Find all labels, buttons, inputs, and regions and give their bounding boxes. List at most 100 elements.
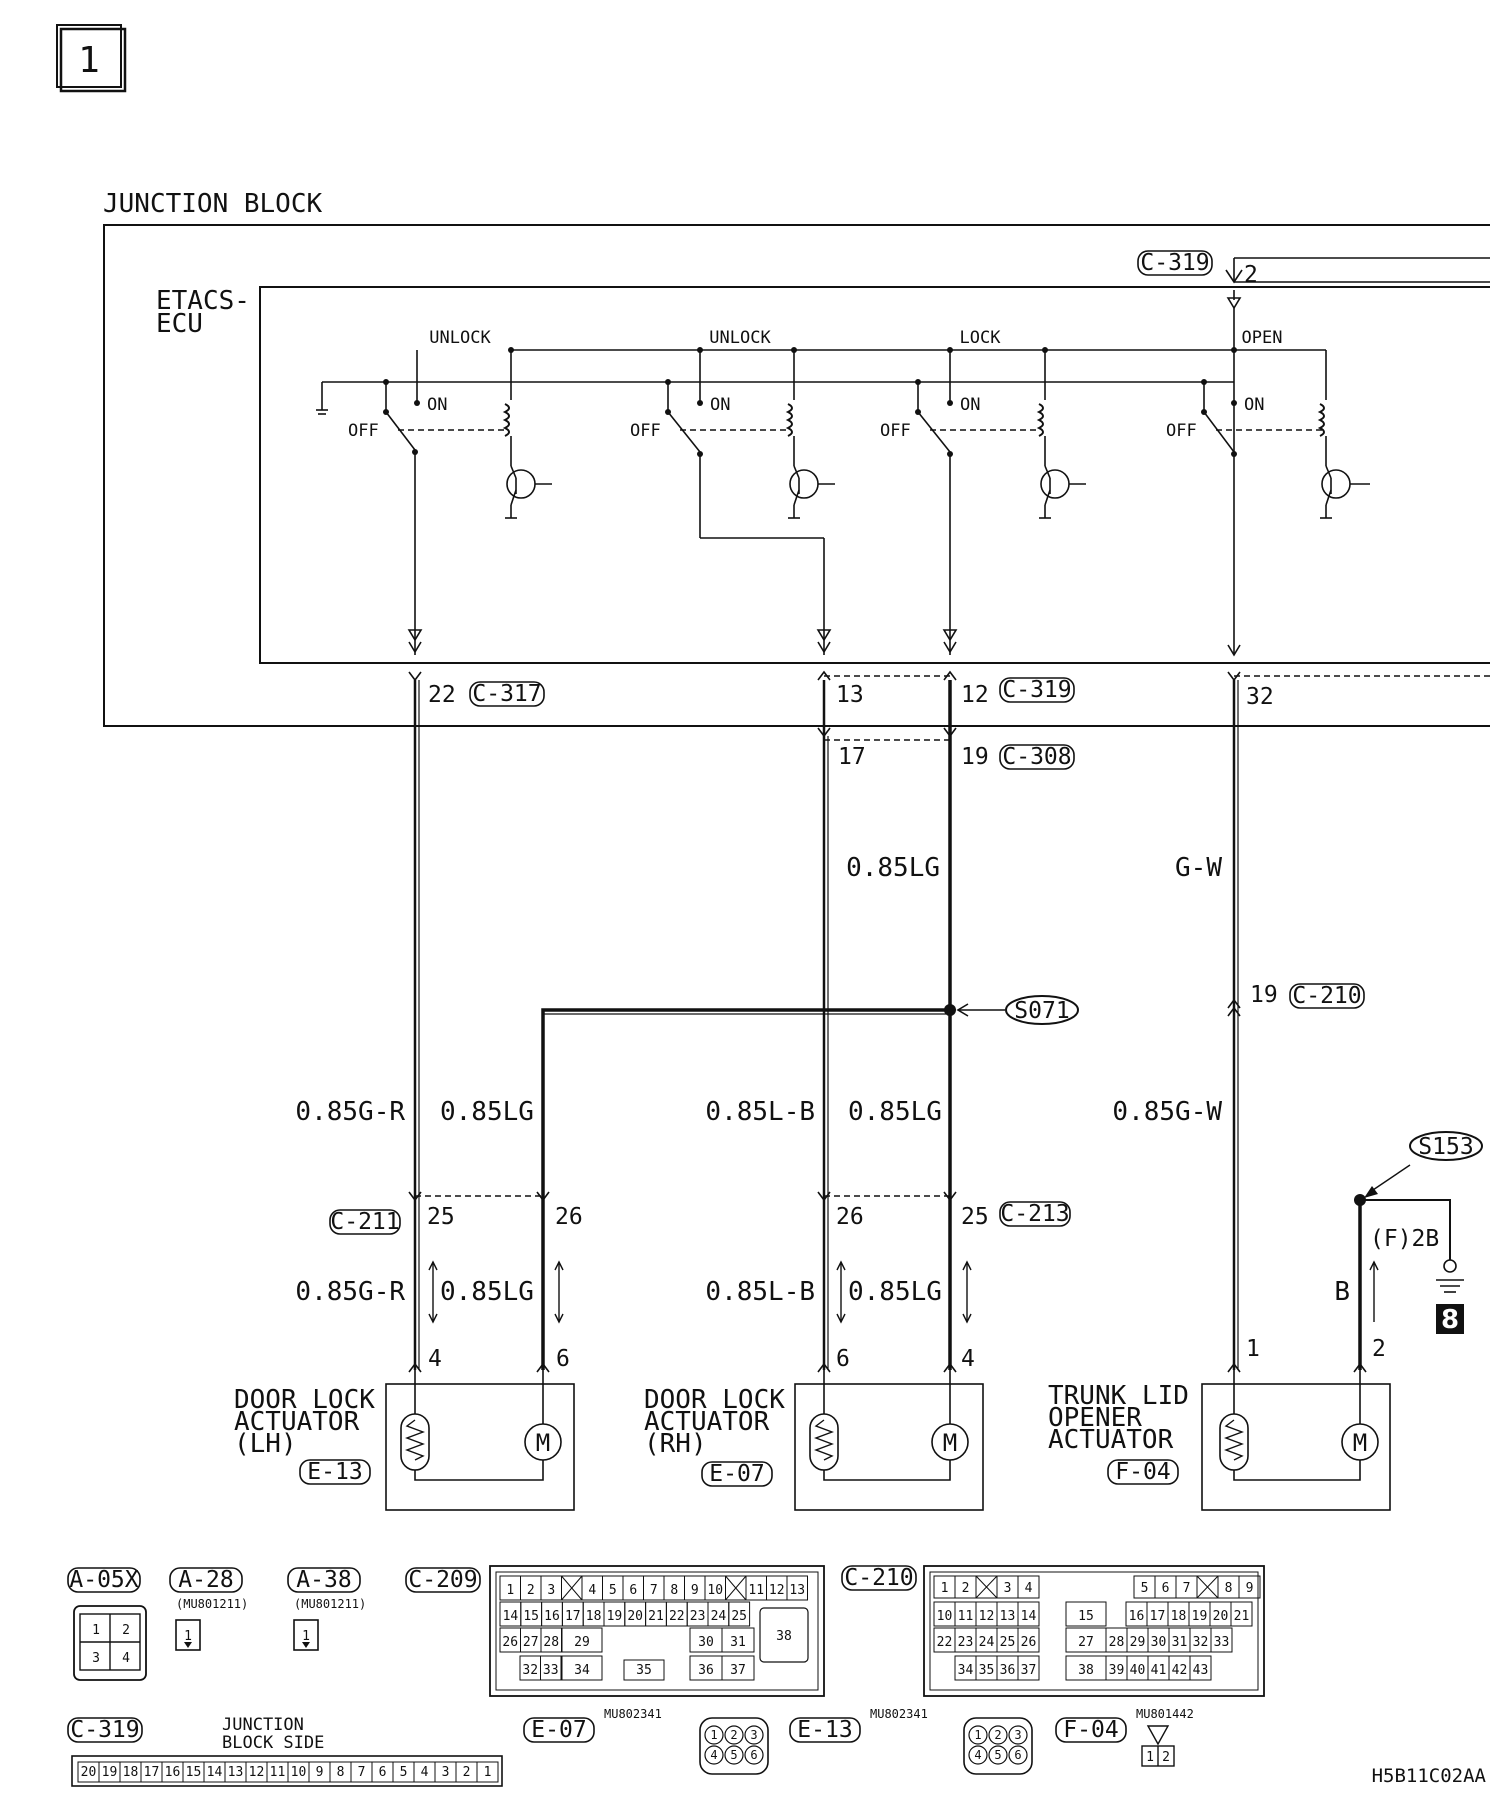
legend-a28-label: A-28	[178, 1567, 233, 1593]
legend-c319-pin: 18	[123, 1765, 139, 1780]
legend-c209-pin: 17	[565, 1609, 581, 1624]
legend-c209-pin: 25	[731, 1609, 747, 1624]
c308-pin-a: 17	[838, 744, 866, 770]
legend-c319-pin: 11	[270, 1765, 286, 1780]
actuator-trunk-label1: TRUNK LID	[1048, 1381, 1189, 1411]
legend-c210-pin: 39	[1109, 1663, 1125, 1678]
legend-c319-pin: 6	[379, 1765, 387, 1780]
legend-c210-pin: 14	[1021, 1609, 1037, 1624]
c308-pin-b: 19	[961, 744, 989, 770]
wire-gw: 0.85G-W	[1112, 1097, 1222, 1127]
wire-lb-low: 0.85L-B	[705, 1277, 815, 1307]
actuator-trunk-connector: F-04	[1115, 1459, 1170, 1485]
legend-c209-pin: 33	[543, 1663, 559, 1678]
c213-pin-b: 25	[961, 1204, 989, 1230]
legend-c209-pin: 26	[502, 1635, 518, 1650]
legend-c209-pin: 6	[629, 1583, 637, 1598]
legend-c209-pin: 27	[523, 1635, 539, 1650]
legend-c319-pin: 3	[442, 1765, 450, 1780]
actuator-trunk-pin-left: 1	[1246, 1336, 1260, 1362]
splice-s153-label: S153	[1418, 1134, 1473, 1160]
legend-c209-pin: 7	[650, 1583, 658, 1598]
junction-block-frame	[103, 224, 1490, 727]
legend-e07-part: MU802341	[604, 1707, 662, 1721]
legend-c319-pin: 20	[81, 1765, 97, 1780]
legend-c209-pin: 38	[776, 1629, 792, 1644]
relay-4: ON OFF	[1166, 347, 1370, 519]
legend-c319-pin: 13	[228, 1765, 244, 1780]
legend-c209-pin: 21	[648, 1609, 664, 1624]
c319-pin-a: 13	[836, 682, 864, 708]
legend-c319-pin: 1	[484, 1765, 492, 1780]
relay-2: ON OFF	[630, 347, 835, 655]
legend-c209-pin: 22	[669, 1609, 685, 1624]
legend-c209-pin: 13	[789, 1583, 805, 1598]
svg-text:M: M	[1353, 1429, 1367, 1457]
legend-c319-pin: 19	[102, 1765, 118, 1780]
legend-c210-pin: 42	[1172, 1663, 1188, 1678]
legend-c319-pin: 15	[186, 1765, 202, 1780]
connector-c319-top-label: C-319	[1140, 250, 1209, 276]
legend-f04-part: MU801442	[1136, 1707, 1194, 1721]
legend-c209-pin: 11	[748, 1583, 764, 1598]
svg-text:M: M	[536, 1429, 550, 1457]
relay3-function: LOCK	[960, 328, 1002, 348]
legend-a38-label: A-38	[296, 1567, 351, 1593]
c319-label: C-319	[1002, 677, 1071, 703]
e13-pins-pin: 5	[994, 1748, 1001, 1762]
legend-c209-pin: 8	[670, 1583, 678, 1598]
svg-text:4: 4	[122, 1651, 130, 1666]
legend-c210-pin: 32	[1193, 1635, 1209, 1650]
legend-c210-pin: 35	[979, 1663, 995, 1678]
legend-c319-pin: 4	[421, 1765, 429, 1780]
legend-c209-pin: 9	[691, 1583, 699, 1598]
actuator-rh-label1: DOOR LOCK	[644, 1385, 785, 1415]
legend-c210-pin: 1	[941, 1581, 949, 1596]
legend-c209-pin: 12	[769, 1583, 785, 1598]
c319-pin-c: 32	[1246, 684, 1274, 710]
actuator-lh-label3: (LH)	[234, 1429, 297, 1459]
legend-c210-pin: 18	[1171, 1609, 1187, 1624]
legend-c319-pin: 7	[358, 1765, 366, 1780]
e13-pins-pin: 3	[1014, 1728, 1021, 1742]
wire-lg1: 0.85LG	[440, 1097, 534, 1127]
legend-c319-pin: 12	[249, 1765, 265, 1780]
legend-c319-pin: 10	[291, 1765, 307, 1780]
legend-c210-pin: 28	[1109, 1635, 1125, 1650]
wire-lg1-low: 0.85LG	[440, 1277, 534, 1307]
actuator-rh-pin-left: 6	[836, 1346, 850, 1372]
legend-c209-pin: 23	[690, 1609, 706, 1624]
legend-c210-pin: 16	[1129, 1609, 1145, 1624]
legend-c210-pin: 27	[1078, 1635, 1094, 1650]
relay1-off: OFF	[348, 421, 379, 441]
legend-c210-pin: 40	[1130, 1663, 1146, 1678]
svg-text:1: 1	[184, 1629, 192, 1644]
c211-label: C-211	[330, 1209, 399, 1235]
legend-c210-pin: 37	[1021, 1663, 1037, 1678]
svg-text:3: 3	[92, 1651, 100, 1666]
legend-c209-pin: 16	[544, 1609, 560, 1624]
legend-c209-pin: 36	[698, 1663, 714, 1678]
connector-c319-top-pin: 2	[1244, 262, 1258, 288]
legend-a38-part: (MU801211)	[294, 1597, 366, 1611]
actuator-rh-label3: (RH)	[644, 1429, 707, 1459]
actuator-lh-pin-right: 6	[556, 1346, 570, 1372]
relay4-on: ON	[1244, 395, 1264, 415]
svg-text:2: 2	[1162, 1750, 1170, 1765]
splice-s071-node	[944, 1004, 956, 1016]
actuator-trunk-label2: OPENER	[1048, 1403, 1142, 1433]
legend-c210-pin: 13	[1000, 1609, 1016, 1624]
actuator-rh: M	[794, 1370, 984, 1511]
wire-lb: 0.85L-B	[705, 1097, 815, 1127]
legend-c210-pin: 36	[1000, 1663, 1016, 1678]
legend-c209-pin: 29	[574, 1635, 590, 1650]
legend-c209-pin: 3	[547, 1583, 555, 1598]
legend-e13-part: MU802341	[870, 1707, 928, 1721]
legend-c319-side2: BLOCK SIDE	[222, 1733, 324, 1753]
legend-c210-pin: 11	[958, 1609, 974, 1624]
e07-pins-pin: 6	[750, 1748, 757, 1762]
relay1-on: ON	[427, 395, 447, 415]
legend-e13-label: E-13	[797, 1717, 852, 1743]
svg-text:1: 1	[92, 1623, 100, 1638]
